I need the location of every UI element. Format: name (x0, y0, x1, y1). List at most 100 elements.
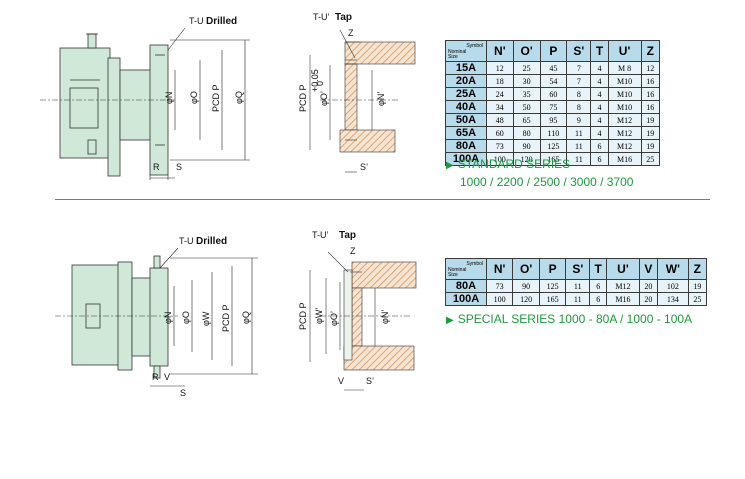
standard-dimension-lines (149, 27, 250, 180)
standard-col-header: N' (486, 40, 514, 62)
standard-col-header: S' (566, 40, 592, 62)
table-cell: 90 (512, 279, 540, 293)
table-cell: 16 (640, 74, 661, 88)
special-col-header: P (538, 258, 567, 280)
table-cell: 50 (512, 100, 541, 114)
table-cell: 134 (656, 292, 689, 306)
section-divider (55, 199, 710, 200)
special-s-prime: S’ (366, 376, 374, 386)
table-cell: 60 (539, 87, 568, 101)
table-cell: 4 (590, 126, 609, 140)
standard-col-header: U' (607, 40, 642, 62)
table-cell: 90 (512, 139, 541, 153)
table-cell: 165 (539, 152, 568, 166)
special-r: R (152, 372, 159, 382)
special-col-header: S' (565, 258, 591, 280)
special-tap-pcd: PCD P (298, 302, 308, 330)
standard-series-values: 1000 / 2200 / 2500 / 3000 / 3700 (460, 175, 634, 189)
nominal-size-cell: 100A (445, 152, 487, 166)
special-s: S (180, 388, 186, 398)
nominal-size-cell: 65A (445, 126, 487, 140)
nominal-size-cell: 40A (445, 100, 487, 114)
standard-pump-drawing (40, 33, 175, 177)
table-cell: 4 (590, 87, 609, 101)
nominal-size-cell: 25A (445, 87, 487, 101)
table-cell: 120 (512, 152, 541, 166)
table-cell: 80 (512, 126, 541, 140)
table-cell: 35 (512, 87, 541, 101)
table-cell: 110 (539, 126, 568, 140)
special-phi-o-prime: φO’ (329, 311, 339, 326)
table-cell: 6 (590, 152, 609, 166)
table-cell: M12 (606, 279, 640, 293)
table-cell: 102 (656, 279, 689, 293)
standard-col-header: Z (640, 40, 661, 62)
table-cell: 7 (566, 61, 592, 75)
table-cell: 11 (565, 279, 591, 293)
standard-phi-o: φO (189, 91, 199, 104)
table-cell: 11 (566, 139, 592, 153)
standard-table-corner: Symbol Nominal Size (445, 40, 487, 62)
standard-phi-o-prime: φO’ (319, 91, 329, 106)
standard-dimension-table: Symbol Nominal Size N' O' P S' T U' Z 15… (445, 40, 661, 166)
table-cell: 8 (566, 100, 592, 114)
table-cell: 12 (640, 61, 661, 75)
table-cell: 95 (539, 113, 568, 127)
table-cell: 25 (687, 292, 708, 306)
standard-tol0: 0 (315, 81, 325, 86)
special-col-header: O' (512, 258, 540, 280)
standard-phi-n-prime: φN’ (376, 92, 386, 106)
nominal-label: Nominal (448, 267, 467, 273)
table-cell: 11 (566, 152, 592, 166)
table-cell: 7 (566, 74, 592, 88)
special-tap-section (309, 251, 417, 391)
symbol-label: Symbol (466, 261, 483, 267)
special-phi-w: φW (201, 311, 211, 326)
nominal-size-cell: 15A (445, 61, 487, 75)
table-cell: 73 (486, 139, 514, 153)
special-col-header: U' (606, 258, 640, 280)
table-cell: 24 (486, 87, 514, 101)
standard-phi-q: φQ (234, 91, 244, 104)
special-col-header: Z (687, 258, 708, 280)
table-cell: 19 (640, 113, 661, 127)
standard-tol: +0.05 (310, 69, 320, 92)
table-cell: 75 (539, 100, 568, 114)
special-table-corner: Symbol Nominal Size (445, 258, 487, 280)
table-cell: 11 (565, 292, 591, 306)
standard-z: Z (348, 28, 354, 38)
table-cell: 16 (640, 100, 661, 114)
table-cell: 125 (539, 139, 568, 153)
standard-s: S (176, 162, 182, 172)
standard-phi-n: φN (164, 92, 174, 104)
special-dimension-table: Symbol Nominal Size N' O' P S' T U' V W'… (445, 258, 708, 306)
table-cell: M 8 (607, 61, 642, 75)
special-col-header: W' (656, 258, 689, 280)
nominal-size-cell: 100A (445, 292, 487, 306)
table-cell: M12 (607, 126, 642, 140)
standard-tu-prefix: T-U (189, 16, 204, 26)
table-cell: 8 (566, 87, 592, 101)
standard-table-header-row: Symbol Nominal Size N' O' P S' T U' Z (445, 40, 661, 62)
special-phi-n: φN (163, 312, 173, 324)
table-cell: 19 (687, 279, 708, 293)
special-v2: V (338, 376, 344, 386)
special-tap-prefix: T-U’ (312, 230, 329, 240)
special-tu-prefix: T-U (179, 236, 194, 246)
special-phi-n-prime: φN’ (380, 310, 390, 324)
table-cell: M12 (607, 113, 642, 127)
standard-col-header: O' (512, 40, 541, 62)
nominal-label: Nominal (448, 49, 467, 55)
standard-col-header: P (539, 40, 568, 62)
table-cell: 100 (486, 152, 514, 166)
table-cell: 4 (590, 61, 609, 75)
special-col-header: T (589, 258, 608, 280)
table-cell: 120 (512, 292, 540, 306)
special-tap-bold: Tap (339, 230, 356, 241)
